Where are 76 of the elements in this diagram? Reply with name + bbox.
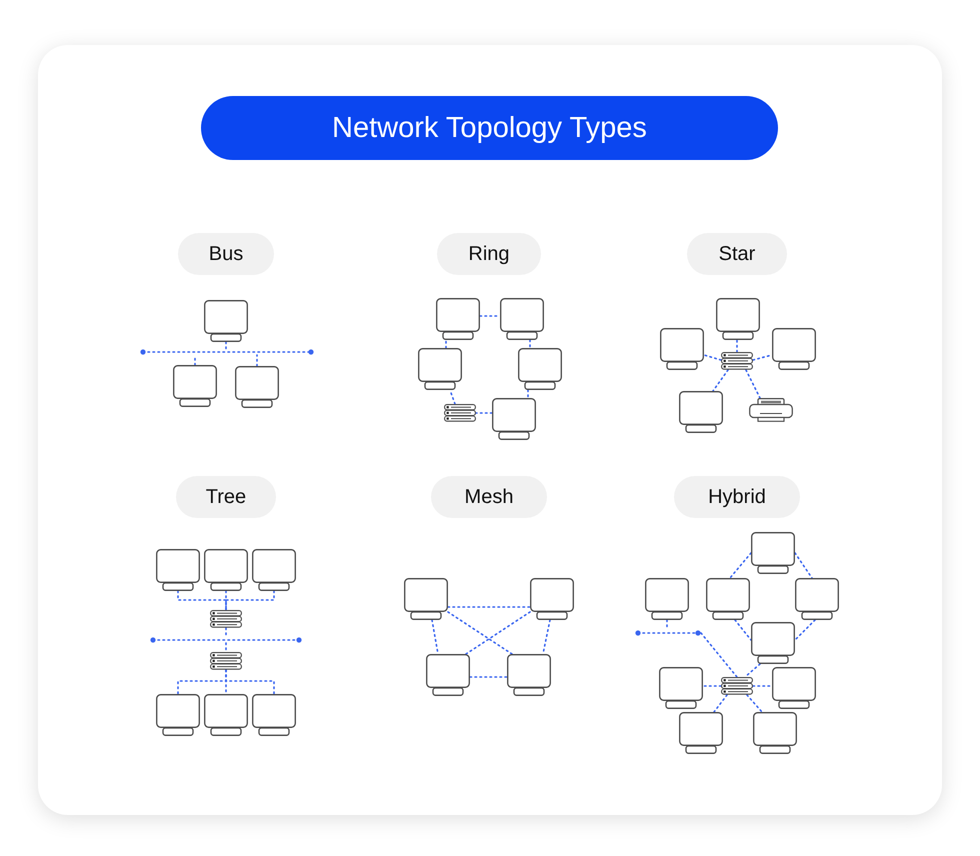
title-banner: Network Topology Types (201, 96, 778, 160)
bus-line (140, 349, 314, 355)
connection-line (475, 412, 493, 414)
connection-line (469, 676, 508, 678)
server-icon (210, 610, 242, 628)
computer-icon (418, 348, 462, 390)
computer-icon (156, 549, 200, 591)
connection-line (752, 685, 773, 687)
connection-line (712, 369, 729, 392)
computer-icon (795, 578, 839, 620)
computer-icon (751, 532, 795, 574)
server-icon (210, 652, 242, 670)
connection-line (527, 389, 529, 399)
connection-line (431, 619, 439, 655)
computer-icon (772, 328, 816, 370)
printer-icon (749, 398, 793, 422)
computer-icon (173, 365, 217, 407)
computer-icon (753, 712, 797, 754)
computer-icon (426, 654, 470, 696)
connection-line (225, 627, 227, 638)
topology-label: Ring (437, 233, 541, 275)
server-icon (721, 352, 753, 370)
computer-icon (156, 694, 200, 736)
server-icon (444, 404, 476, 422)
computer-icon (204, 694, 248, 736)
connection-line (700, 632, 738, 678)
topology-label: Hybrid (674, 476, 800, 518)
connection-line (746, 694, 763, 713)
connection-line (529, 339, 531, 349)
computer-icon (204, 300, 248, 342)
computer-icon (518, 348, 562, 390)
computer-icon (507, 654, 551, 696)
computer-icon (492, 398, 536, 440)
connection-line (734, 619, 752, 641)
connection-line (703, 354, 722, 361)
connection-line (256, 354, 258, 367)
connection-line (745, 369, 761, 399)
computer-icon (436, 298, 480, 340)
connection-line (225, 642, 227, 653)
topology-label: Mesh (431, 476, 547, 518)
computer-icon (706, 578, 750, 620)
computer-icon (404, 578, 448, 620)
computer-icon (659, 667, 703, 709)
computer-icon (772, 667, 816, 709)
connection-line (445, 339, 447, 349)
topology-label: Tree (176, 476, 276, 518)
connection-line (736, 339, 738, 353)
computer-icon (660, 328, 704, 370)
computer-icon (645, 578, 689, 620)
computer-icon (716, 298, 760, 340)
computer-icon (500, 298, 544, 340)
connection-line (729, 552, 752, 579)
connection-line (447, 611, 513, 655)
computer-icon (679, 391, 723, 433)
connection-line (713, 694, 728, 713)
computer-icon (252, 549, 296, 591)
connection-line (794, 619, 816, 641)
connection-line (225, 341, 227, 350)
bus-line (635, 630, 701, 636)
computer-icon (235, 366, 279, 408)
computer-icon (679, 712, 723, 754)
topology-label: Bus (178, 233, 274, 275)
connection-line (794, 552, 813, 579)
computer-icon (204, 549, 248, 591)
connection-line (744, 663, 761, 678)
computer-icon (530, 578, 574, 620)
connection-line (225, 590, 275, 611)
topology-label: Star (687, 233, 787, 275)
connection-line (465, 611, 531, 655)
bus-line (150, 637, 302, 643)
connection-line (225, 669, 275, 695)
server-icon (721, 677, 753, 695)
connection-line (702, 685, 722, 687)
computer-icon (751, 622, 795, 664)
computer-icon (252, 694, 296, 736)
connection-line (447, 606, 531, 608)
